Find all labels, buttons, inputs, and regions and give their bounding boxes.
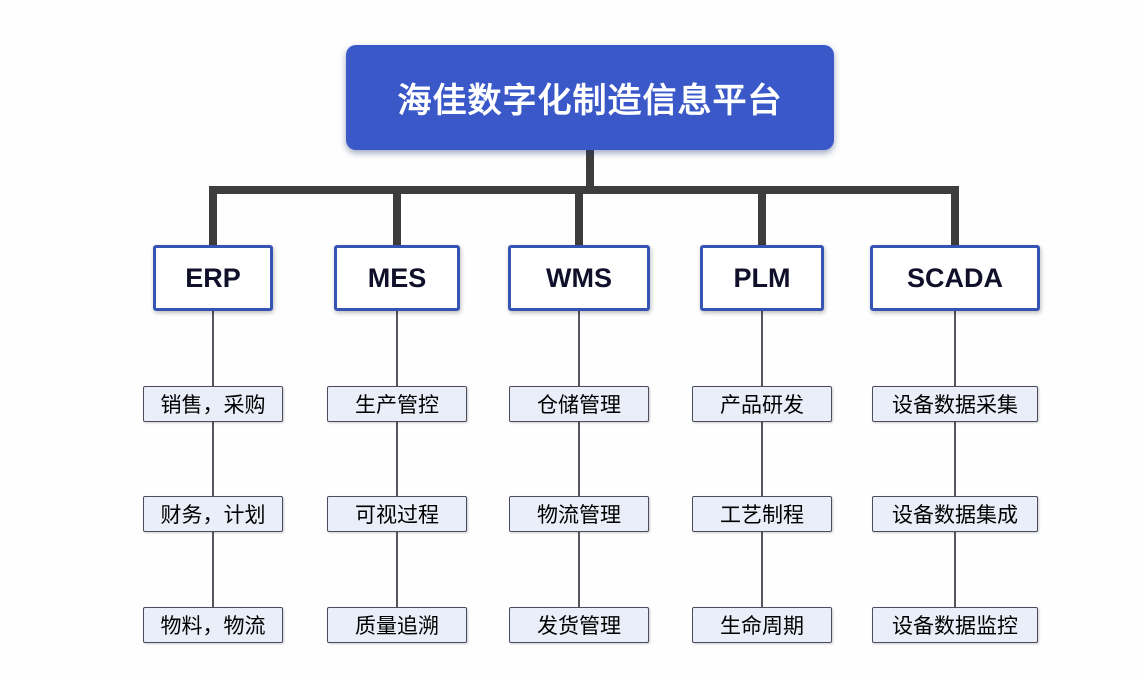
- root-node-platform: 海佳数字化制造信息平台: [346, 45, 834, 150]
- child-node-plm-2: 工艺制程: [692, 496, 832, 532]
- spine-line-plm: [761, 311, 763, 625]
- child-node-wms-2: 物流管理: [509, 496, 649, 532]
- node-mes: MES: [334, 245, 460, 311]
- trunk-line: [586, 148, 594, 193]
- child-node-wms-3: 发货管理: [509, 607, 649, 643]
- child-node-mes-1: 生产管控: [327, 386, 467, 422]
- spine-line-erp: [212, 311, 214, 625]
- spine-line-scada: [954, 311, 956, 625]
- child-node-mes-3: 质量追溯: [327, 607, 467, 643]
- node-scada: SCADA: [870, 245, 1040, 311]
- drop-line-erp: [209, 186, 217, 246]
- child-node-scada-1: 设备数据采集: [872, 386, 1038, 422]
- drop-line-mes: [393, 186, 401, 246]
- node-wms: WMS: [508, 245, 650, 311]
- drop-line-plm: [758, 186, 766, 246]
- branch-bar-line: [209, 186, 959, 194]
- child-node-erp-1: 销售，采购: [143, 386, 283, 422]
- child-node-mes-2: 可视过程: [327, 496, 467, 532]
- child-node-scada-3: 设备数据监控: [872, 607, 1038, 643]
- spine-line-wms: [578, 311, 580, 625]
- node-plm: PLM: [700, 245, 824, 311]
- drop-line-wms: [575, 186, 583, 246]
- child-node-erp-2: 财务，计划: [143, 496, 283, 532]
- child-node-plm-1: 产品研发: [692, 386, 832, 422]
- child-node-erp-3: 物料，物流: [143, 607, 283, 643]
- child-node-wms-1: 仓储管理: [509, 386, 649, 422]
- spine-line-mes: [396, 311, 398, 625]
- child-node-plm-3: 生命周期: [692, 607, 832, 643]
- drop-line-scada: [951, 186, 959, 246]
- node-erp: ERP: [153, 245, 273, 311]
- child-node-scada-2: 设备数据集成: [872, 496, 1038, 532]
